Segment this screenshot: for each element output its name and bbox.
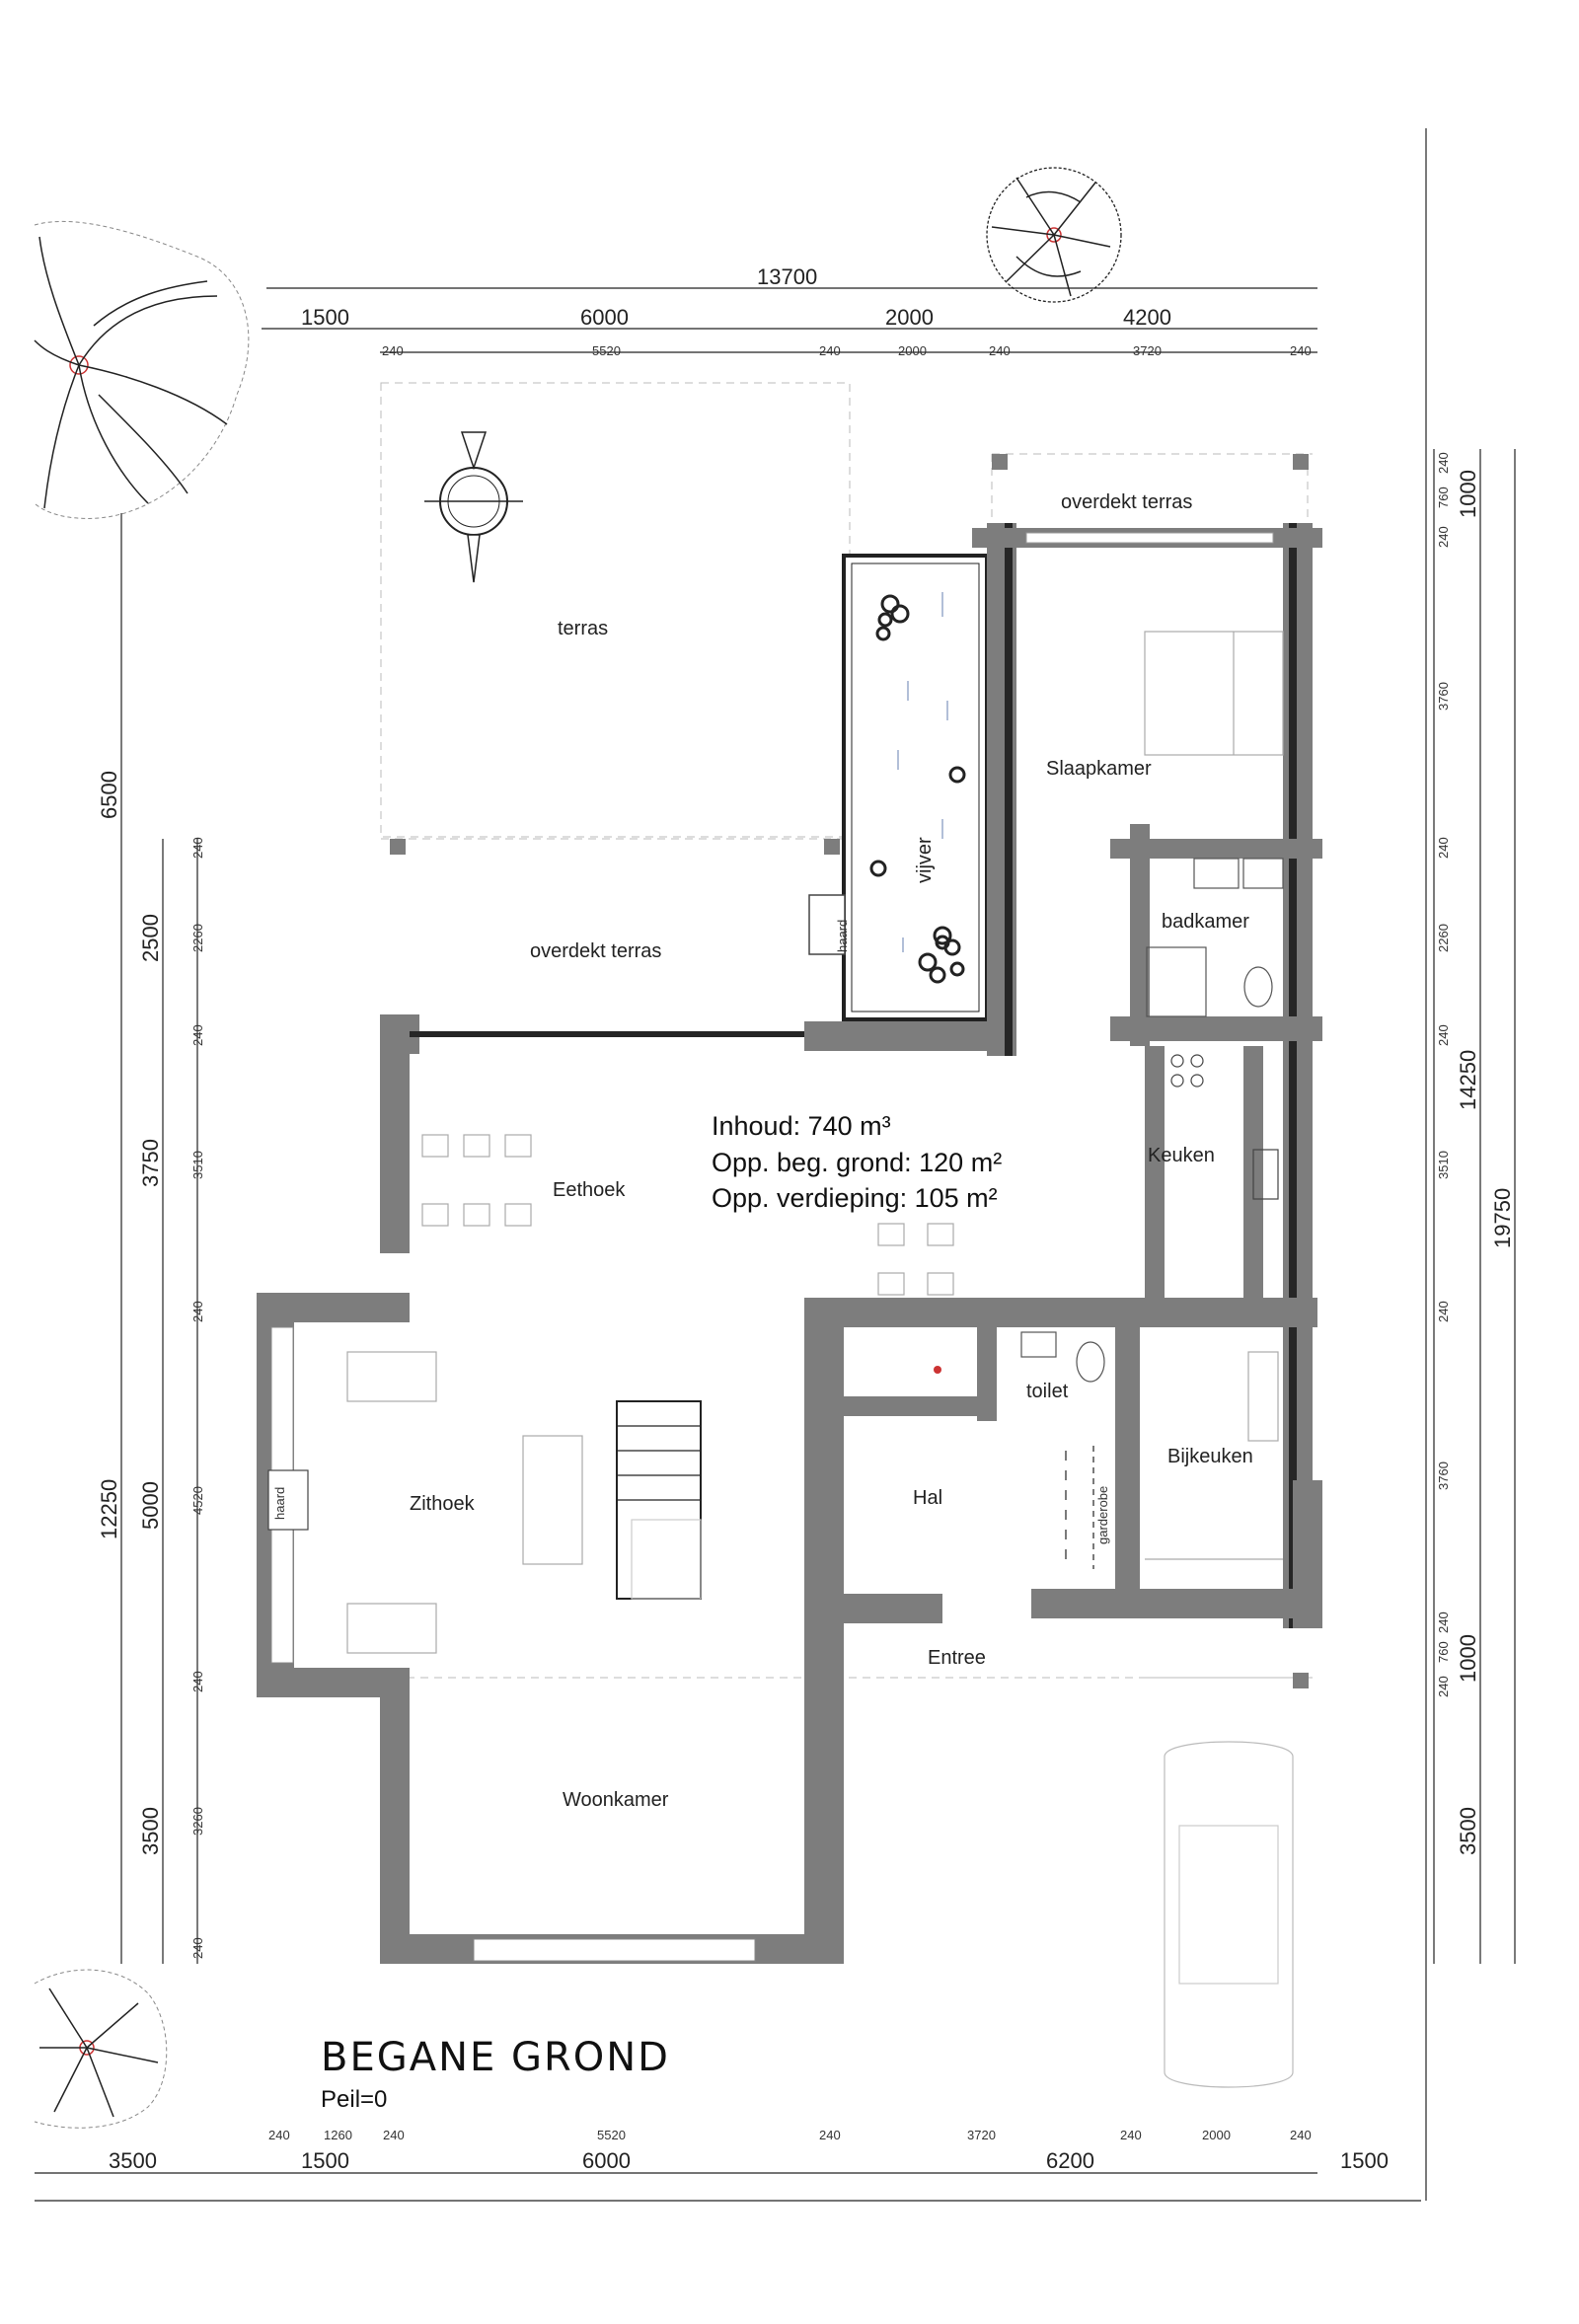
- label-slaapkamer: Slaapkamer: [1046, 758, 1152, 780]
- dim-left-outer-2: 12250: [97, 1479, 121, 1539]
- pond: [808, 554, 989, 1021]
- dim-top-small-7: 240: [1290, 343, 1312, 358]
- label-entree: Entree: [928, 1647, 986, 1669]
- page-subtitle: Peil=0: [321, 2086, 387, 2113]
- dim-bottom-seg-5: 1500: [1340, 2148, 1389, 2173]
- dim-top-seg-2: 6000: [580, 305, 629, 330]
- dim-top-small-4: 2000: [898, 343, 927, 358]
- label-bijkeuken: Bijkeuken: [1167, 1446, 1253, 1467]
- label-overdekt-terras-left: overdekt terras: [530, 940, 661, 962]
- dim-left-small-2: 2260: [190, 924, 205, 952]
- dim-left-small-9: 240: [190, 1937, 205, 1959]
- dim-left-mid-2: 3750: [138, 1139, 163, 1187]
- dim-bottom-small-9: 240: [1290, 2128, 1312, 2142]
- dim-bottom-small-7: 240: [1120, 2128, 1142, 2142]
- dim-bottom-seg-3: 6000: [582, 2148, 631, 2173]
- dim-top-small-1: 240: [382, 343, 404, 358]
- dim-right-small-10: 3760: [1436, 1462, 1451, 1490]
- tree-icon-top: [986, 167, 1122, 303]
- page-title: BEGANE GROND: [321, 2035, 670, 2080]
- dim-right-small-6: 2260: [1436, 924, 1451, 952]
- dim-right-small-13: 240: [1436, 1612, 1451, 1633]
- dim-top-small-2: 5520: [592, 343, 621, 358]
- dim-top-small-3: 240: [819, 343, 841, 358]
- dim-right-mid-2: 14250: [1456, 1050, 1480, 1110]
- label-terras: terras: [558, 618, 608, 639]
- stat-volume: Inhoud: 740 m³: [712, 1111, 891, 1141]
- stat-floor-area: Opp. verdieping: 105 m²: [712, 1183, 998, 1213]
- label-haard-top: haard: [835, 920, 850, 952]
- dim-top-small-6: 3720: [1133, 343, 1162, 358]
- dim-bottom-small-2: 1260: [324, 2128, 352, 2142]
- dim-right-small-1: 240: [1436, 452, 1451, 474]
- label-vijver: vijver: [914, 837, 936, 883]
- label-zithoek: Zithoek: [410, 1493, 476, 1515]
- dim-bottom-small-3: 240: [383, 2128, 405, 2142]
- dim-bottom-seg-4: 6200: [1046, 2148, 1094, 2173]
- dim-left-small-4: 3510: [190, 1151, 205, 1179]
- label-haard-left: haard: [272, 1487, 287, 1520]
- label-keuken: Keuken: [1148, 1145, 1215, 1166]
- label-eethoek: Eethoek: [553, 1179, 626, 1201]
- dim-left-small-5: 240: [190, 1301, 205, 1322]
- walls: [257, 523, 1322, 1964]
- dim-left-small-3: 240: [190, 1024, 205, 1046]
- dim-bottom-small-8: 2000: [1202, 2128, 1231, 2142]
- dim-left-small-6: 4520: [190, 1486, 205, 1515]
- dim-right-small-9: 240: [1436, 1301, 1451, 1322]
- dim-bottom-small-5: 240: [819, 2128, 841, 2142]
- label-woonkamer: Woonkamer: [563, 1789, 669, 1811]
- dim-top-seg-4: 4200: [1123, 305, 1171, 330]
- dim-right-small-3: 240: [1436, 526, 1451, 548]
- dim-right-outer: 19750: [1490, 1188, 1515, 1248]
- dim-left-mid-4: 3500: [138, 1807, 163, 1855]
- dim-bottom-small-1: 240: [268, 2128, 290, 2142]
- dim-left-mid-3: 5000: [138, 1481, 163, 1530]
- stat-ground-area: Opp. beg. grond: 120 m²: [712, 1148, 1002, 1177]
- dim-right-mid-3: 1000: [1456, 1634, 1480, 1683]
- dim-top-seg-3: 2000: [885, 305, 934, 330]
- label-garderobe: garderobe: [1095, 1486, 1110, 1544]
- dim-bottom-seg-2: 1500: [301, 2148, 349, 2173]
- dim-right-small-8: 3510: [1436, 1151, 1451, 1179]
- dim-right-small-4: 3760: [1436, 682, 1451, 711]
- fireplace-top: [808, 894, 846, 955]
- dim-bottom-small-4: 5520: [597, 2128, 626, 2142]
- dim-left-outer-1: 6500: [97, 771, 121, 819]
- dim-right-small-7: 240: [1436, 1024, 1451, 1046]
- dim-left-mid-1: 2500: [138, 914, 163, 962]
- north-arrow-icon: [424, 431, 523, 583]
- dim-bottom-seg-1: 3500: [109, 2148, 157, 2173]
- dimension-lines: [35, 128, 1516, 2202]
- label-overdekt-terras-top: overdekt terras: [1061, 491, 1192, 513]
- dim-left-small-8: 3260: [190, 1807, 205, 1836]
- dim-top-seg-1: 1500: [301, 305, 349, 330]
- dim-right-mid-4: 3500: [1456, 1807, 1480, 1855]
- dim-right-small-2: 760: [1436, 487, 1451, 508]
- dim-right-small-11: 240: [1436, 1676, 1451, 1697]
- furniture: [267, 631, 1294, 2088]
- tree-icon-topleft: [34, 220, 250, 519]
- dim-left-small-7: 240: [190, 1671, 205, 1692]
- dim-left-small-1: 240: [190, 837, 205, 859]
- dim-bottom-small-6: 3720: [967, 2128, 996, 2142]
- label-badkamer: badkamer: [1162, 911, 1249, 933]
- tree-icon-bottomleft: [34, 1969, 168, 2129]
- dim-top-total: 13700: [757, 264, 817, 289]
- label-toilet: toilet: [1026, 1381, 1069, 1402]
- dim-right-small-12: 760: [1436, 1641, 1451, 1663]
- dim-right-small-5: 240: [1436, 837, 1451, 859]
- dim-right-mid-1: 1000: [1456, 470, 1480, 518]
- label-hal: Hal: [913, 1487, 942, 1509]
- dim-top-small-5: 240: [989, 343, 1011, 358]
